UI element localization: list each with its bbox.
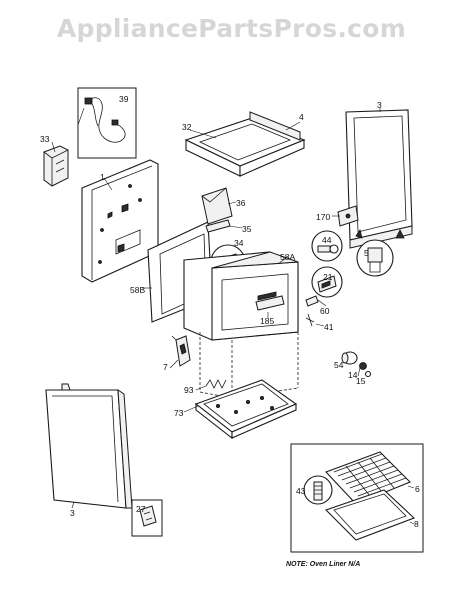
label-36: 36 xyxy=(236,198,246,208)
part-27-clip-callout xyxy=(131,499,163,537)
part-32-4-top-frame xyxy=(184,111,306,177)
part-41-screw xyxy=(305,313,325,327)
part-44-callout xyxy=(311,230,343,262)
label-21: 21 xyxy=(323,272,333,282)
part-21-callout xyxy=(311,266,343,298)
label-43: 43 xyxy=(296,486,306,496)
label-34: 34 xyxy=(234,238,244,248)
label-32: 32 xyxy=(182,122,192,132)
oven-cavity-body xyxy=(183,251,299,399)
label-3-bottom: 3 xyxy=(70,508,75,518)
part-1-back-panel xyxy=(81,159,159,283)
part-3-right-side-panel xyxy=(345,108,413,249)
label-7: 7 xyxy=(163,362,168,372)
label-6: 6 xyxy=(415,484,420,494)
part-170-bracket xyxy=(332,205,359,227)
label-58b: 58B xyxy=(130,285,145,295)
part-7-hinge-bracket xyxy=(169,335,191,369)
label-41: 41 xyxy=(324,322,334,332)
label-44: 44 xyxy=(322,235,332,245)
watermark: AppliancePartsPros.com xyxy=(56,14,407,43)
part-60-screw xyxy=(305,295,327,307)
part-185-insulation xyxy=(255,295,285,318)
label-3-top: 3 xyxy=(377,100,382,110)
label-14: 14 xyxy=(348,370,358,380)
part-73-bottom-panel xyxy=(183,379,298,440)
label-33: 33 xyxy=(40,134,50,144)
label-27: 27 xyxy=(136,504,146,514)
part-3-left-side-panel xyxy=(45,383,133,509)
part-8-broil-pan xyxy=(324,489,416,541)
part-36-35-vent xyxy=(201,187,243,233)
label-4: 4 xyxy=(299,112,304,122)
label-39: 39 xyxy=(119,94,129,104)
label-60: 60 xyxy=(320,306,330,316)
label-185: 185 xyxy=(260,316,274,326)
label-15: 15 xyxy=(356,376,366,386)
label-35: 35 xyxy=(242,224,252,234)
part-33-terminal-block xyxy=(43,141,69,187)
part-54-cap xyxy=(341,351,358,365)
label-58a: 58A xyxy=(280,252,295,262)
part-number-labels: 39 33 32 4 3 1 36 35 34 58A 58B 170 44 5… xyxy=(40,94,420,568)
part-39-wire-harness xyxy=(77,87,137,159)
label-93: 93 xyxy=(184,385,194,395)
part-5-leveling-leg xyxy=(355,229,405,277)
oven-liner-note: NOTE: Oven Liner N/A xyxy=(286,561,360,568)
label-8: 8 xyxy=(414,519,419,529)
label-73: 73 xyxy=(174,408,184,418)
label-1: 1 xyxy=(100,172,105,182)
label-54: 54 xyxy=(334,360,344,370)
part-6-oven-rack xyxy=(325,451,415,505)
label-170: 170 xyxy=(316,212,330,222)
part-14-15-hardware xyxy=(357,362,372,378)
part-93-spring xyxy=(195,379,227,391)
label-5: 5 xyxy=(364,248,369,258)
